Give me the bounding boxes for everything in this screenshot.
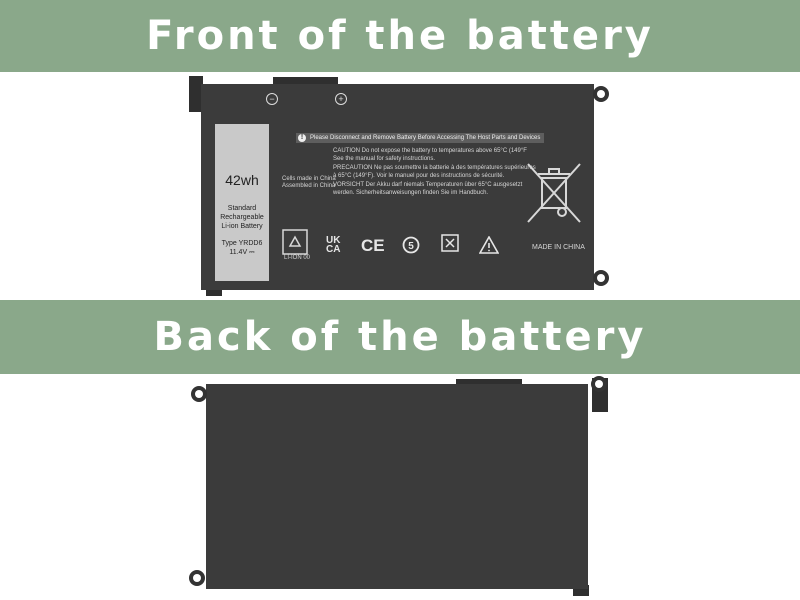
weee-bin-icon — [527, 163, 581, 223]
connector — [273, 77, 338, 87]
caution-line1: CAUTION Do not expose the battery to tem… — [333, 148, 527, 154]
front-heading-banner: Front of the battery — [0, 0, 800, 72]
ukca-top: UK — [326, 235, 341, 246]
front-heading: Front of the battery — [146, 13, 654, 59]
rating-label: 42wh Standard Rechargeable Li-ion Batter… — [215, 124, 269, 281]
back-heading-banner: Back of the battery — [0, 300, 800, 374]
bottom-tab — [206, 286, 222, 296]
warning-triangle-icon — [479, 236, 499, 254]
mount-hole-bottom-right — [593, 270, 609, 286]
screw-plus-icon: + — [335, 93, 347, 105]
caution-line5: VORSICHT Der Akku darf niemals Temperatu… — [333, 182, 523, 188]
origin-line1: Cells made in China — [282, 176, 336, 182]
label-line2: Rechargeable — [220, 214, 264, 221]
left-bracket — [189, 76, 203, 112]
ukca-bottom: CA — [326, 244, 341, 255]
back-heading: Back of the battery — [153, 314, 647, 360]
back-mount-hole-top-left — [191, 386, 207, 402]
recycle-icon — [282, 229, 308, 255]
back-mount-hole-bottom-left — [189, 570, 205, 586]
ukca-mark: UK CA — [326, 235, 341, 255]
ce-mark: CE — [361, 236, 385, 255]
back-bottom-tab — [573, 585, 589, 596]
recycle-5-icon: 5 — [402, 236, 420, 254]
caution-line2: See the manual for safety instructions. — [333, 156, 436, 162]
china-recycle-icon — [441, 234, 459, 252]
caution-line4: à 65°C (149°F). Voir le manuel pour des … — [333, 173, 505, 179]
notice-bar: ! Please Disconnect and Remove Battery B… — [296, 133, 545, 143]
recycle-text: LI-ION 00 — [284, 255, 311, 261]
label-line1: Standard — [227, 205, 257, 212]
warning-icon: ! — [298, 134, 306, 142]
notice-text: Please Disconnect and Remove Battery Bef… — [310, 135, 541, 141]
origin-line2: Assembled in China — [282, 183, 336, 189]
made-in-text: MADE IN CHINA — [532, 244, 585, 251]
mount-hole-top-right — [593, 86, 609, 102]
svg-text:5: 5 — [408, 241, 414, 252]
back-mount-hole-top-right — [591, 376, 607, 392]
voltage-text: 11.4V ⎓ — [229, 249, 255, 256]
label-line3: Li-ion Battery — [221, 223, 263, 230]
back-connector — [456, 379, 522, 387]
battery-back-body — [206, 384, 588, 589]
capacity-text: 42wh — [225, 172, 259, 188]
type-text: Type YRDD6 — [221, 240, 263, 247]
caution-line3: PRECAUTION Ne pas soumettre la batterie … — [333, 165, 536, 171]
caution-line6: werden. Sicherheitsanweisungen finden Si… — [333, 190, 489, 196]
screw-minus-icon: − — [266, 93, 278, 105]
